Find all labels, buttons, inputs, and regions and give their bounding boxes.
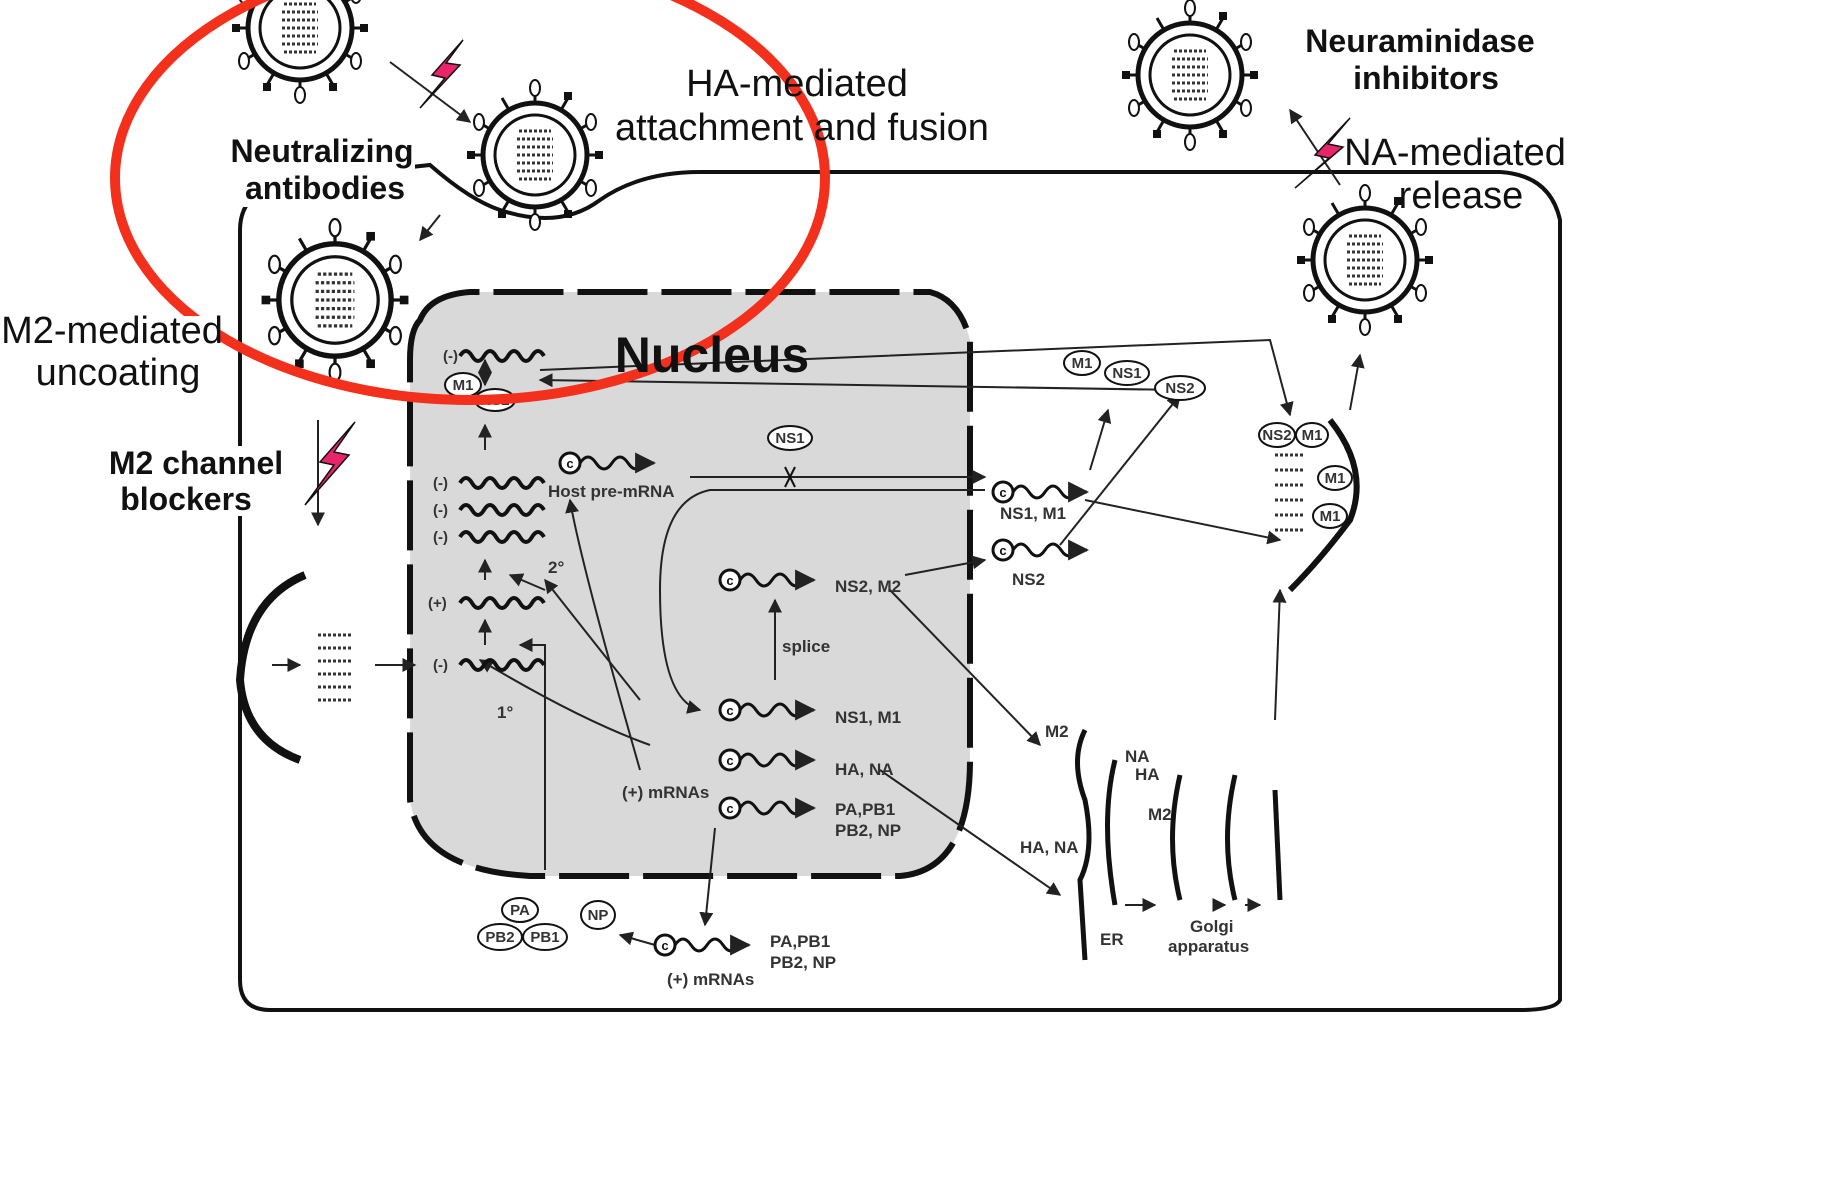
ha-attach-label-2: attachment and fusion (615, 107, 989, 149)
svg-text:(+): (+) (428, 595, 447, 612)
svg-text:PB2, NP: PB2, NP (835, 821, 901, 840)
svg-text:NS2, M2: NS2, M2 (835, 577, 901, 596)
neutralizing-label-2: antibodies (245, 170, 405, 206)
svg-text:NA: NA (1125, 747, 1150, 766)
svg-text:PB1: PB1 (530, 929, 559, 946)
svg-text:NS1, M1: NS1, M1 (835, 708, 901, 727)
endosome (240, 575, 305, 760)
virion-endosome (262, 219, 409, 381)
budding-rnp (1275, 455, 1305, 530)
svg-text:(-): (-) (443, 348, 458, 365)
svg-text:NS1, M1: NS1, M1 (1000, 504, 1066, 523)
svg-text:apparatus: apparatus (1168, 937, 1249, 956)
svg-text:M1: M1 (1325, 470, 1346, 487)
svg-text:(-): (-) (433, 657, 448, 674)
virion-attaching (467, 80, 603, 230)
svg-text:M1: M1 (453, 377, 474, 394)
m2-blockers-label-2: blockers (120, 481, 252, 517)
lightning-icon-m2 (305, 422, 355, 505)
svg-text:PB2: PB2 (485, 929, 514, 946)
m2-uncoat-label-1: M2-mediated (1, 310, 223, 352)
svg-text:ER: ER (1100, 930, 1124, 949)
svg-text:NP: NP (588, 907, 609, 924)
svg-text:HA: HA (1135, 765, 1160, 784)
svg-text:NS1: NS1 (775, 430, 804, 447)
svg-text:M2: M2 (1148, 805, 1172, 824)
svg-text:PA,PB1: PA,PB1 (835, 800, 895, 819)
svg-text:NS1: NS1 (1112, 365, 1141, 382)
svg-text:(-): (-) (433, 529, 448, 546)
virion-released (1122, 0, 1258, 150)
na-release-label-2: release (1399, 175, 1524, 217)
svg-text:PA,PB1: PA,PB1 (770, 932, 830, 951)
lightning-icon-antibodies (420, 40, 463, 108)
svg-text:M1: M1 (1302, 427, 1323, 444)
svg-text:Golgi: Golgi (1190, 917, 1233, 936)
svg-text:NS2: NS2 (1012, 570, 1045, 589)
neutralizing-label-1: Neutralizing (230, 133, 413, 169)
svg-text:(+) mRNAs: (+) mRNAs (622, 783, 709, 802)
svg-text:2°: 2° (548, 558, 564, 577)
na-release-label-1: NA-mediated (1344, 132, 1566, 174)
svg-text:HA, NA: HA, NA (835, 760, 894, 779)
svg-text:splice: splice (782, 637, 830, 656)
svg-text:NS2: NS2 (1165, 380, 1194, 397)
endosome-rnp (318, 635, 352, 700)
m2-uncoat-label-2: uncoating (36, 352, 201, 394)
svg-text:M1: M1 (1320, 508, 1341, 525)
svg-text:M1: M1 (1072, 355, 1093, 372)
m2-blockers-label-1: M2 channel (109, 445, 283, 481)
ha-attach-label-1: HA-mediated (686, 63, 908, 105)
svg-text:PB2, NP: PB2, NP (770, 953, 836, 972)
svg-text:(-): (-) (433, 502, 448, 519)
svg-text:NS2: NS2 (1262, 427, 1291, 444)
nucleus-label: Nucleus (615, 327, 810, 383)
na-inhibitors-label-1: Neuraminidase (1305, 23, 1534, 59)
na-inhibitors-label-2: inhibitors (1353, 60, 1499, 96)
svg-text:M2: M2 (1045, 722, 1069, 741)
svg-text:1°: 1° (497, 703, 513, 722)
svg-text:Host pre-mRNA: Host pre-mRNA (548, 482, 675, 501)
virion-top-left (232, 0, 368, 103)
svg-text:PA: PA (510, 902, 530, 919)
er-golgi (1078, 730, 1281, 960)
svg-text:HA, NA: HA, NA (1020, 838, 1079, 857)
svg-text:(+) mRNAs: (+) mRNAs (667, 970, 754, 989)
svg-text:(-): (-) (433, 475, 448, 492)
